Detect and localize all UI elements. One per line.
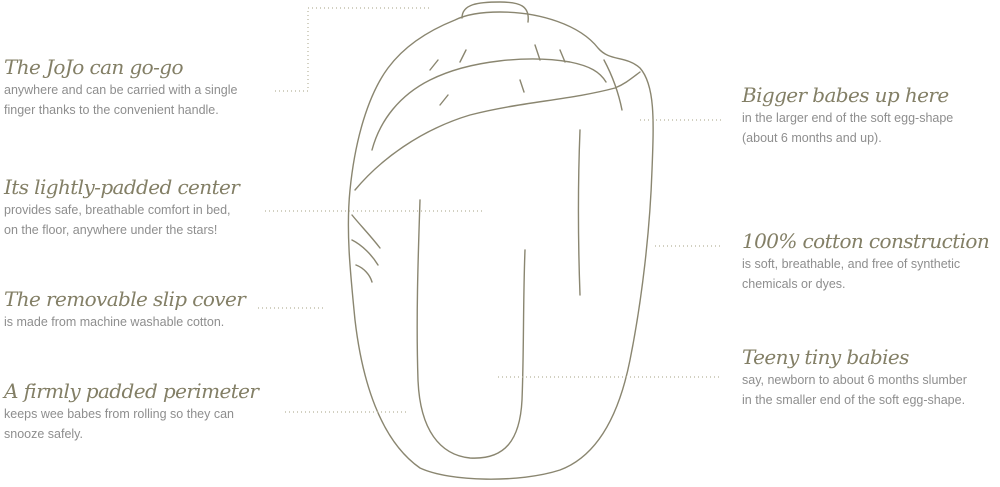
callout-text: anywhere and can be carried with a singl… bbox=[4, 83, 238, 97]
callout-text: in the larger end of the soft egg-shape bbox=[742, 111, 954, 125]
callout-perimeter: A firmly padded perimeter keeps wee babe… bbox=[4, 378, 259, 444]
callout-title: 100% cotton construction bbox=[742, 229, 990, 253]
top-roll bbox=[371, 58, 607, 151]
callout-tiny-babies: Teeny tiny babies say, newborn to about … bbox=[742, 344, 967, 410]
callout-slip-cover: The removable slip cover is made from ma… bbox=[4, 286, 246, 332]
callout-title: A firmly padded perimeter bbox=[4, 379, 259, 403]
callout-text: snooze safely. bbox=[4, 427, 83, 441]
inner-u bbox=[416, 199, 526, 459]
callout-title: The removable slip cover bbox=[4, 287, 246, 311]
callout-text: keeps wee babes from rolling so they can bbox=[4, 407, 234, 421]
handle bbox=[461, 1, 529, 23]
callout-text: say, newborn to about 6 months slumber bbox=[742, 373, 967, 387]
center-seam bbox=[577, 129, 581, 296]
callout-text: (about 6 months and up). bbox=[742, 131, 882, 145]
callout-bigger-babes: Bigger babes up here in the larger end o… bbox=[742, 82, 953, 148]
callout-text: provides safe, breathable comfort in bed… bbox=[4, 203, 231, 217]
leader-line-1 bbox=[275, 7, 430, 92]
callout-center: Its lightly-padded center provides safe,… bbox=[4, 174, 240, 240]
callout-cotton: 100% cotton construction is soft, breath… bbox=[742, 228, 990, 294]
callout-handle: The JoJo can go-go anywhere and can be c… bbox=[4, 54, 237, 120]
callout-title: The JoJo can go-go bbox=[4, 55, 184, 79]
inner-rim bbox=[354, 71, 641, 191]
callout-title: Its lightly-padded center bbox=[4, 175, 240, 199]
callout-title: Bigger babes up here bbox=[742, 83, 949, 107]
callout-text: in the smaller end of the soft egg-shape… bbox=[742, 393, 966, 407]
callout-text: is made from machine washable cotton. bbox=[4, 315, 225, 329]
callout-text: chemicals or dyes. bbox=[742, 277, 846, 291]
callout-title: Teeny tiny babies bbox=[742, 345, 909, 369]
callout-text: finger thanks to the convenient handle. bbox=[4, 103, 219, 117]
callout-text: on the floor, anywhere under the stars! bbox=[4, 223, 218, 237]
callout-text: is soft, breathable, and free of synthet… bbox=[742, 257, 961, 271]
outer-outline bbox=[347, 11, 654, 480]
